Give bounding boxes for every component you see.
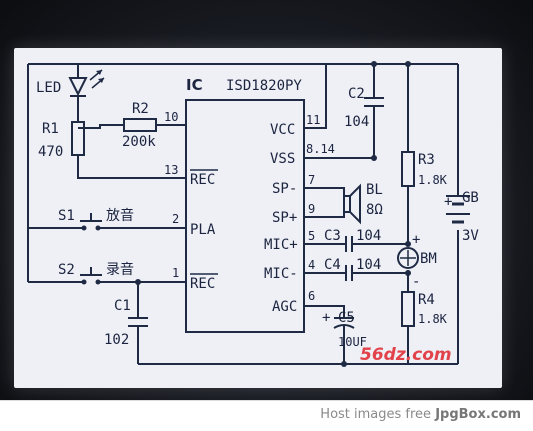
footer-bar: Host images free JpgBox.com: [0, 400, 533, 431]
c2-label: C2: [348, 86, 365, 102]
c3-label: C3: [324, 228, 341, 244]
pin-5-name: MIC+: [264, 237, 298, 253]
footer-caption: Host images free: [320, 407, 436, 422]
c1-capacitor-icon: [128, 317, 148, 327]
pin-9-number: 9: [308, 202, 315, 216]
c5-value: 10UF: [338, 335, 367, 349]
wire-sp-minus: [304, 187, 345, 198]
pin-9-name: SP+: [272, 210, 297, 226]
microphone-icon: [397, 247, 419, 269]
r3-label: R3: [418, 152, 435, 168]
junction-mic-minus: [405, 270, 411, 276]
c4-value: 104: [356, 257, 381, 273]
pin-2-name: PLA: [190, 222, 216, 238]
footer-text: Host images free JpgBox.com: [320, 407, 521, 422]
c1-value: 102: [104, 332, 129, 348]
junction-vss: [371, 155, 377, 161]
s1-switch-icon: [80, 213, 102, 231]
r4-resistor-icon: [401, 291, 415, 327]
pin-11-name: VCC: [270, 122, 295, 138]
pin-1-name: REC: [190, 276, 215, 292]
wire-r2: [78, 124, 186, 129]
s2-label: S2: [58, 262, 75, 278]
wire-r1: [77, 155, 186, 179]
junction-mic-plus: [405, 241, 411, 247]
r3-value: 1.8K: [418, 173, 448, 187]
r1-label: R1: [42, 121, 59, 137]
c5-label: C5: [338, 310, 355, 326]
pin-13-number: 13: [164, 163, 178, 177]
ic-body: [185, 99, 305, 333]
c4-capacitor-icon: [345, 265, 353, 281]
c2-value: 104: [344, 114, 369, 130]
pin-4-name: MIC-: [264, 266, 298, 282]
s1-label: S1: [58, 208, 75, 224]
c3-capacitor-icon: [345, 236, 353, 252]
led-label: LED: [36, 80, 61, 96]
pin-10-number: 10: [164, 110, 178, 124]
gb-value: 3V: [462, 228, 479, 244]
bl-value: 8Ω: [366, 202, 383, 218]
bm-minus: -: [412, 274, 420, 290]
bm-plus: +: [412, 232, 420, 248]
pin-7-number: 7: [308, 173, 315, 187]
junction-s2-c1: [135, 279, 141, 285]
r2-resistor-icon: [123, 118, 157, 132]
ic-label: IC: [186, 76, 203, 94]
pin-5-number: 5: [308, 229, 315, 243]
pin-11-number: 11: [306, 113, 320, 127]
s2-switch-icon: [80, 267, 102, 285]
bl-label: BL: [366, 182, 383, 198]
c5-capacitor-icon: [333, 317, 355, 329]
pin-13-name: REC: [190, 172, 215, 188]
speaker-icon: [343, 183, 361, 225]
watermark-text: 56dz.com: [360, 345, 452, 365]
pin-7-name: SP-: [272, 181, 297, 197]
junction-c2-top: [371, 61, 377, 67]
pin-1-number: 1: [172, 266, 179, 280]
s1-text: 放音: [106, 207, 134, 224]
footer-brand-link[interactable]: JpgBox.com: [435, 407, 521, 422]
junction-r3-top: [405, 61, 411, 67]
pin-8-number: 8.14: [306, 142, 335, 156]
c4-label: C4: [324, 257, 341, 273]
r2-label: R2: [132, 101, 149, 117]
pin-8-name: VSS: [270, 151, 295, 167]
wire-agc: [304, 305, 345, 364]
r2-value: 200k: [122, 134, 156, 150]
led-diode-icon: [68, 69, 105, 97]
r1-resistor-icon: [71, 121, 85, 156]
ic-part-number: ISD1820PY: [226, 78, 302, 94]
bm-label: BM: [420, 251, 437, 267]
gb-label: GB: [462, 190, 479, 206]
r1-value: 470: [38, 144, 63, 160]
s2-text: 录音: [106, 261, 134, 278]
schematic-diagram: IC ISD1820PY 10 13 REC 2 PLA 1 REC VCC 1…: [27, 61, 479, 367]
r3-resistor-icon: [401, 151, 415, 187]
wire-vcc: [304, 64, 327, 129]
battery-icon: [446, 195, 470, 224]
pin-4-number: 4: [308, 258, 315, 272]
c3-value: 104: [356, 228, 381, 244]
pin-6-number: 6: [308, 289, 315, 303]
c1-label: C1: [114, 298, 131, 314]
pin-6-name: AGC: [272, 299, 297, 315]
gb-plus: +: [444, 194, 452, 210]
c5-plus: +: [322, 310, 330, 326]
r4-label: R4: [418, 292, 435, 308]
junction-c5-bottom: [341, 361, 347, 367]
watermark: 56dz.com: [360, 345, 452, 365]
r4-value: 1.8K: [418, 312, 448, 326]
c2-capacitor-icon: [364, 97, 384, 107]
pin-2-number: 2: [172, 212, 179, 226]
